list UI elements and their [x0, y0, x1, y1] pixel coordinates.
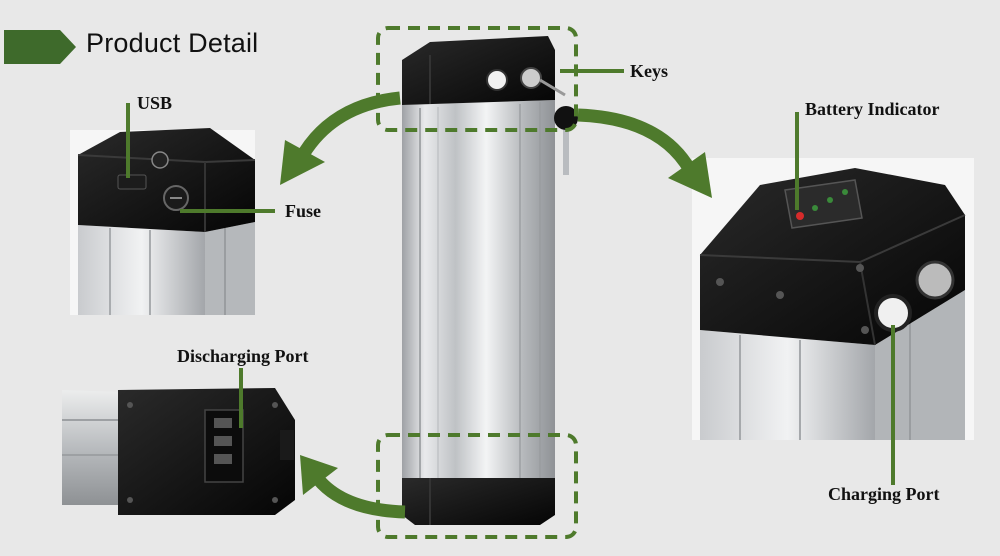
discharging-port-closeup [62, 388, 295, 515]
label-fuse: Fuse [285, 201, 321, 221]
label-charging-port: Charging Port [828, 484, 940, 504]
usb-fuse-closeup [70, 128, 256, 315]
label-keys: Keys [630, 61, 668, 81]
battery-main [376, 26, 578, 539]
arrow-to-usb-fuse [280, 91, 401, 185]
header-flag-icon [4, 30, 76, 64]
arrow-to-indicator [577, 108, 712, 198]
callout-lines [126, 69, 895, 485]
page-title: Product Detail [86, 28, 259, 58]
label-battery-indicator: Battery Indicator [805, 99, 940, 119]
label-discharging-port: Discharging Port [177, 346, 309, 366]
indicator-charging-closeup [692, 158, 974, 440]
label-usb: USB [137, 93, 173, 113]
arrow-to-discharging [300, 455, 406, 519]
